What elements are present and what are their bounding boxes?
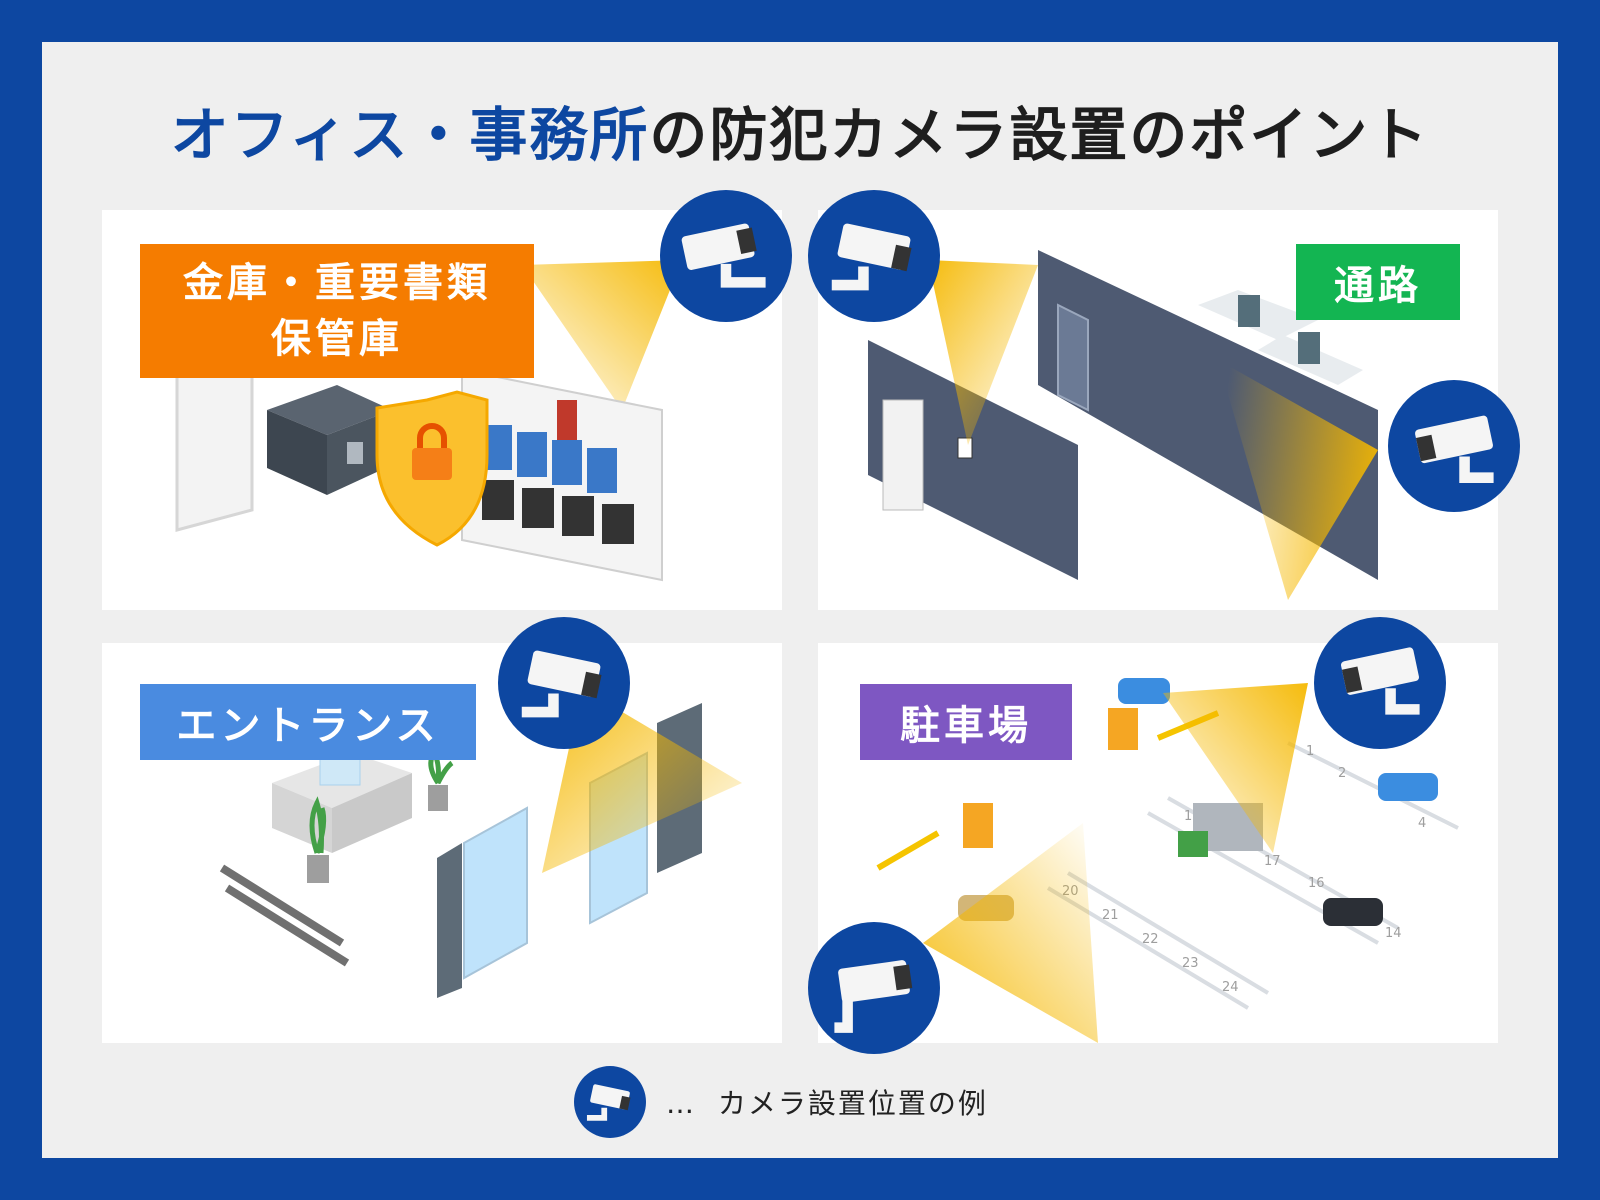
glass-partition xyxy=(319,754,361,786)
wall-picture xyxy=(957,437,973,459)
page-title: オフィス・事務所の防犯カメラ設置のポイント xyxy=(0,88,1600,172)
label-aisle: 通路 xyxy=(1296,244,1460,320)
space-number: 2 xyxy=(1338,766,1346,781)
security-camera-icon xyxy=(808,922,940,1054)
camera-beam xyxy=(522,260,682,410)
plant-icon xyxy=(428,748,454,785)
security-camera-icon xyxy=(660,190,792,322)
legend-label: カメラ設置位置の例 xyxy=(717,1087,988,1120)
safe-side xyxy=(267,410,327,495)
space-number: 1 xyxy=(1306,744,1314,759)
label-entrance: エントランス xyxy=(140,684,476,760)
camera-beam xyxy=(923,823,1098,1043)
glass-door xyxy=(463,806,528,980)
label-parking: 駐車場 xyxy=(860,684,1072,760)
books xyxy=(557,400,577,440)
legend-ellipsis: … xyxy=(666,1087,696,1120)
space-numbers: 1 2 4 14 16 17 19 20 21 22 23 24 xyxy=(1062,744,1426,995)
plant-icon xyxy=(309,796,327,854)
space-number: 17 xyxy=(1264,854,1281,869)
security-camera-icon xyxy=(498,617,630,749)
truck-cab xyxy=(1178,831,1208,857)
ticket-machine xyxy=(963,803,993,848)
gate-barrier xyxy=(876,830,940,871)
car-icon xyxy=(1118,678,1170,704)
door xyxy=(175,373,254,532)
legend: … カメラ設置位置の例 xyxy=(574,1066,988,1138)
storage-box xyxy=(522,488,554,528)
door-frame xyxy=(437,843,462,998)
reception-desk xyxy=(332,773,412,853)
glass-door xyxy=(1057,303,1089,412)
car-icon xyxy=(1323,898,1383,926)
storage-box xyxy=(482,480,514,520)
space-number: 21 xyxy=(1102,908,1119,923)
car-icon xyxy=(1378,773,1438,801)
camera-beam xyxy=(928,260,1038,445)
binder xyxy=(552,440,582,485)
safe-top xyxy=(267,385,392,435)
security-camera-icon xyxy=(808,190,940,322)
space-number: 24 xyxy=(1222,980,1239,995)
space-number: 14 xyxy=(1385,926,1402,941)
planter xyxy=(428,785,448,811)
bench xyxy=(219,864,350,967)
shelf-unit xyxy=(882,399,924,511)
storage-box xyxy=(602,504,634,544)
space-number: 23 xyxy=(1182,956,1199,971)
camera-beam xyxy=(1163,683,1308,853)
padlock-icon xyxy=(412,448,452,480)
reception-desk xyxy=(272,783,332,853)
space-number: 16 xyxy=(1308,876,1325,891)
planter xyxy=(307,855,329,883)
security-camera-icon xyxy=(574,1066,646,1138)
label-safe-line2: 保管庫 xyxy=(271,316,403,362)
title-rest: の防犯カメラ設置のポイント xyxy=(649,101,1430,169)
safe-keypad xyxy=(347,442,363,464)
office-chair xyxy=(1238,295,1260,327)
title-accent: オフィス・事務所 xyxy=(170,101,650,169)
label-safe-storage: 金庫・重要書類 保管庫 xyxy=(140,244,534,378)
space-number: 22 xyxy=(1142,932,1159,947)
binder xyxy=(587,448,617,493)
ticket-machine xyxy=(1108,708,1138,750)
office-chair xyxy=(1298,332,1320,364)
padlock-shackle xyxy=(417,423,447,448)
space-number: 4 xyxy=(1418,816,1426,831)
legend-text: … カメラ設置位置の例 xyxy=(666,1082,988,1122)
storage-box xyxy=(562,496,594,536)
camera-beam xyxy=(1218,360,1378,600)
security-camera-icon xyxy=(1314,617,1446,749)
label-safe-line1: 金庫・重要書類 xyxy=(183,260,491,306)
binder xyxy=(517,432,547,477)
security-camera-icon xyxy=(1388,380,1520,512)
